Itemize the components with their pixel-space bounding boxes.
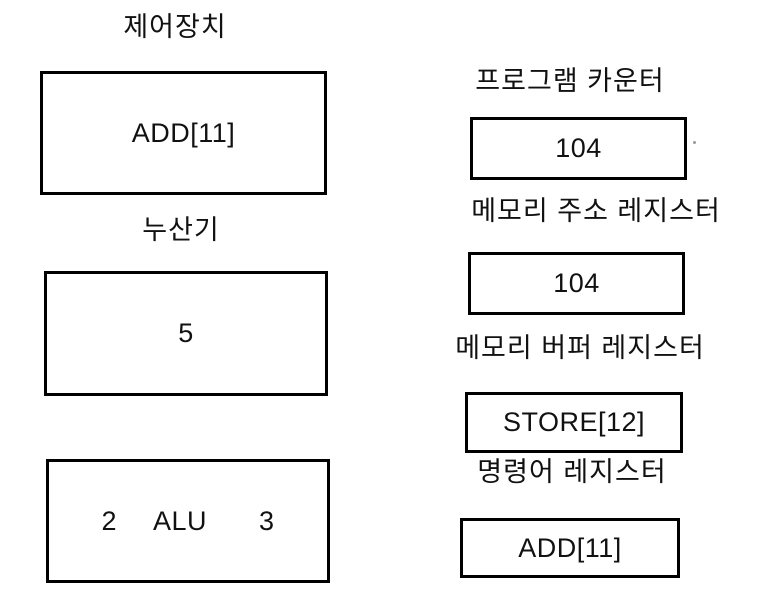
memory-buffer-register-label: 메모리 버퍼 레지스터 xyxy=(455,333,705,363)
alu-box: 2 ALU 3 xyxy=(46,459,330,583)
stray-dot-artifact xyxy=(693,141,696,144)
program-counter-label: 프로그램 카운터 xyxy=(475,66,665,96)
memory-buffer-register-value: STORE[12] xyxy=(502,407,646,437)
control-unit-label: 제어장치 xyxy=(123,12,227,42)
alu-row: 2 ALU 3 xyxy=(101,506,274,537)
memory-address-register-value: 104 xyxy=(553,268,600,298)
alu-right-operand: 3 xyxy=(259,505,275,536)
alu-name: ALU xyxy=(152,505,208,536)
memory-address-register-box: 104 xyxy=(468,252,685,315)
control-unit-value: ADD[11] xyxy=(131,117,236,148)
program-counter-box: 104 xyxy=(470,117,687,180)
instruction-register-label: 명령어 레지스터 xyxy=(477,457,667,487)
program-counter-value: 104 xyxy=(555,133,602,163)
accumulator-box: 5 xyxy=(44,271,328,396)
control-unit-box: ADD[11] xyxy=(40,71,327,195)
accumulator-label: 누산기 xyxy=(142,215,220,245)
instruction-register-value: ADD[11] xyxy=(518,532,622,563)
memory-buffer-register-box: STORE[12] xyxy=(465,392,683,453)
accumulator-value: 5 xyxy=(178,318,194,348)
memory-address-register-label: 메모리 주소 레지스터 xyxy=(471,196,721,226)
instruction-register-box: ADD[11] xyxy=(460,518,680,578)
alu-left-operand: 2 xyxy=(101,505,117,536)
